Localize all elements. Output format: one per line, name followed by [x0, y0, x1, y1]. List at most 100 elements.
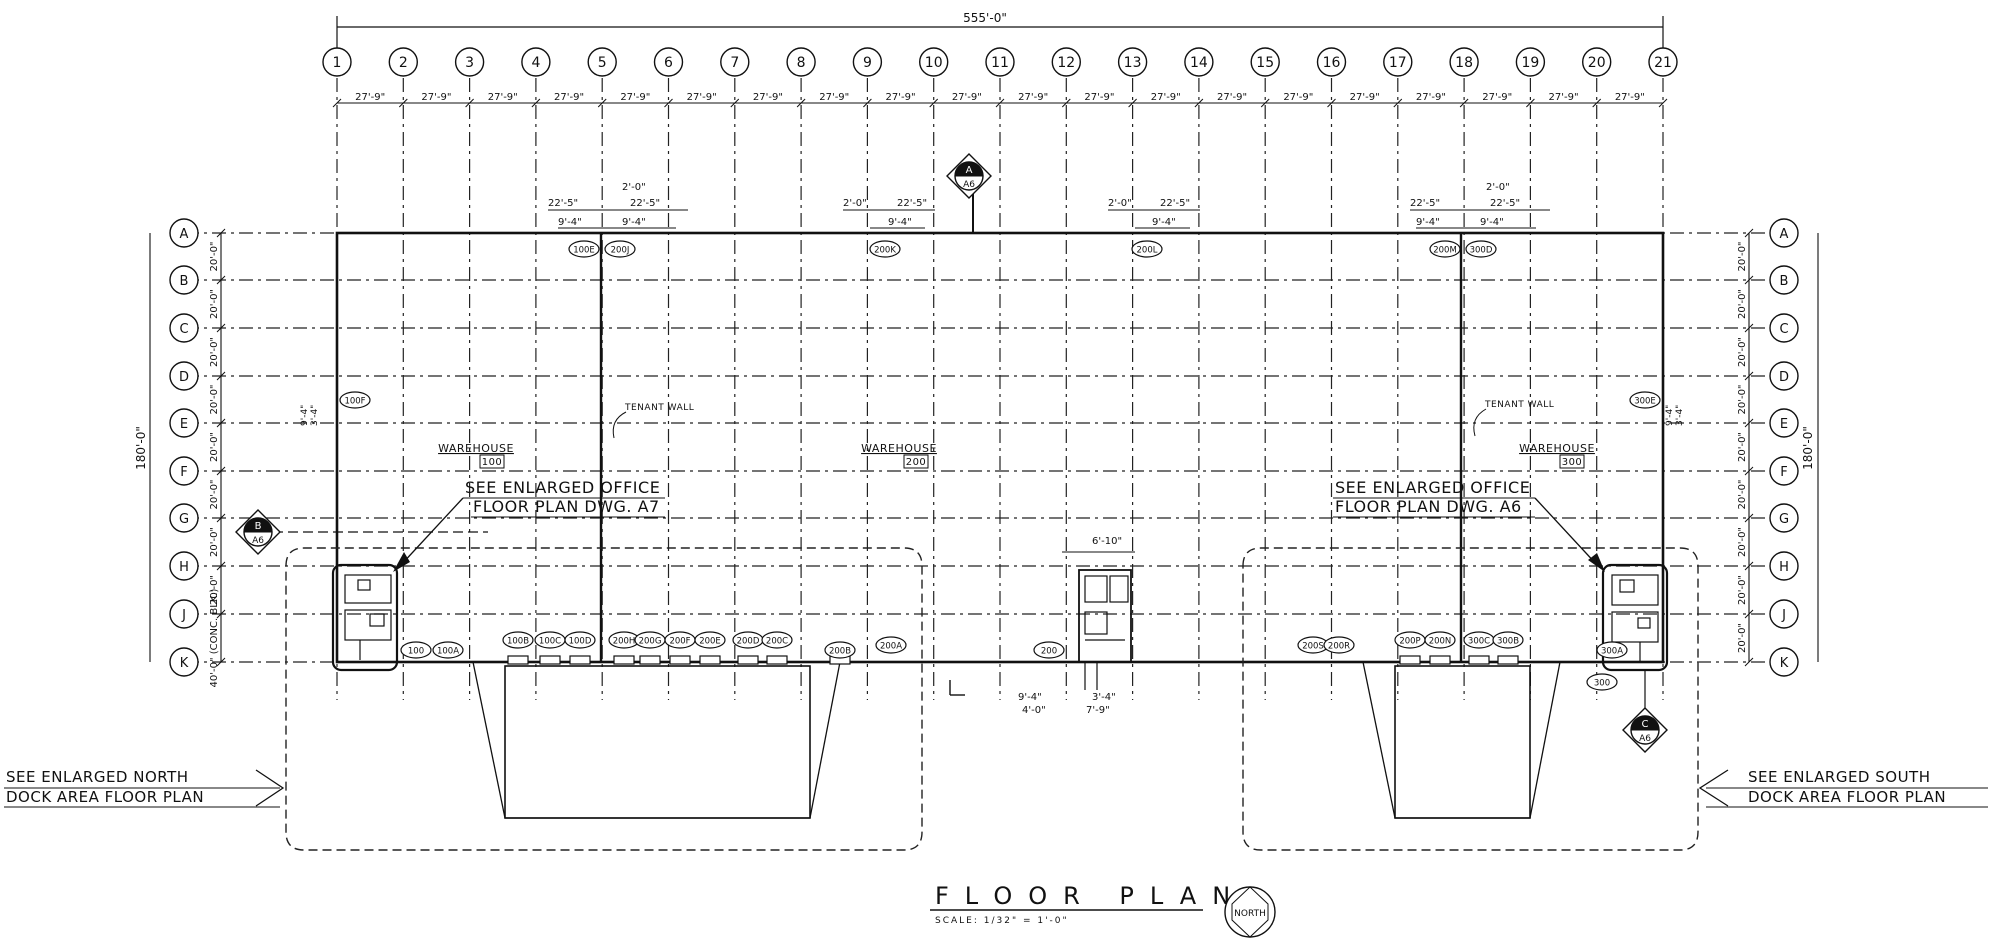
row-label: E [180, 417, 188, 432]
column-grid-lines [336, 78, 1664, 700]
row-label: D [1779, 370, 1789, 385]
door-tag-label: 300 [1594, 679, 1610, 689]
row-label: A [1780, 227, 1789, 242]
column-label: 10 [925, 55, 943, 71]
dim-9-4: 9'-4" [1018, 692, 1042, 703]
door-tag-label: 200K [874, 246, 896, 256]
north-label: NORTH [1234, 909, 1266, 919]
door-tag: 200R [1323, 636, 1355, 654]
row-bubble-right: E [1769, 408, 1799, 438]
door-tag: 200L [1131, 240, 1163, 258]
column-label: 15 [1256, 55, 1274, 71]
column-bubble: 11 [985, 47, 1015, 77]
row-bubble-left: H [169, 551, 199, 581]
door-tag: 200S [1297, 636, 1329, 654]
row-dimension-right: 20'-0" [1737, 384, 1748, 414]
dimension-tick [664, 98, 673, 108]
section-sheet: A6 [252, 536, 264, 546]
section-marker-b: B A6 [235, 509, 488, 555]
note-line-1: SEE ENLARGED NORTH [6, 768, 189, 786]
column-bubble: 12 [1051, 47, 1082, 77]
door-tag: 100E [568, 240, 600, 258]
dim-3-4-left: 3'-4" [310, 405, 320, 426]
row-label: H [179, 560, 189, 575]
bay-dimension: 27'-9" [1283, 92, 1313, 103]
door-tag-label: 100A [437, 647, 459, 657]
door-tag: 300A [1596, 641, 1628, 659]
door-tag-label: 100B [507, 637, 529, 647]
row-bubble-left: K [169, 647, 199, 677]
door-tag: 100D [564, 631, 596, 649]
dim-4-0: 4'-0" [1022, 705, 1046, 716]
dim-9-4-right: 9'-4" [1665, 405, 1675, 426]
dimension-tick [1194, 98, 1204, 108]
column-label: 3 [465, 55, 474, 71]
door-tag: 200K [869, 240, 901, 258]
column-label: 4 [531, 55, 540, 71]
bay-dimension: 27'-9" [421, 92, 451, 103]
small-dims-center-core: 6'-10" 9'-4" 4'-0" 3'-4" 7'-9" [1018, 536, 1135, 716]
room-name: WAREHOUSE [861, 442, 937, 455]
dimension-tick [863, 98, 872, 108]
dimension-tick [1327, 98, 1336, 108]
section-marker-a: A A6 [946, 153, 992, 199]
column-bubble: 14 [1184, 47, 1214, 77]
office-300 [1601, 563, 1669, 672]
bay-dimension-string: 27'-9"27'-9"27'-9"27'-9"27'-9"27'-9"27'-… [332, 92, 1668, 108]
row-label: F [180, 465, 187, 480]
door-tag-label: 200G [639, 637, 662, 647]
dock-door [737, 655, 759, 665]
bay-dimension: 27'-9" [1482, 92, 1512, 103]
dimension-tick [1526, 98, 1535, 108]
dock-door [1468, 655, 1490, 665]
row-label: F [1780, 465, 1787, 480]
column-label: 20 [1588, 55, 1606, 71]
door-tag-label: 300D [1470, 246, 1493, 256]
warehouse-300-label: WAREHOUSE 300 [1519, 442, 1594, 469]
door-tag: 300D [1465, 240, 1497, 258]
row-dimension-left: 40'-0" (CONC. BLK.) [209, 588, 220, 687]
column-label: 12 [1057, 55, 1075, 71]
door-tag-label: 100D [569, 637, 592, 647]
dimension-tick [1459, 98, 1469, 108]
section-letter: A [966, 165, 973, 176]
column-label: 21 [1654, 55, 1672, 71]
dimension-tick [1658, 98, 1668, 108]
door-tag-label: 200L [1137, 246, 1158, 256]
row-dimension-right: 20'-0" [1737, 479, 1748, 509]
dim-7-9: 7'-9" [1086, 705, 1110, 716]
door-tag: 200G [634, 631, 666, 649]
overall-height-label-left: 180'-0" [134, 426, 148, 470]
dimension-tick [929, 98, 939, 108]
office-200-core [1078, 569, 1132, 690]
dimension-tick [796, 98, 806, 108]
section-letter: C [1642, 719, 1649, 730]
dimension-tick [1592, 98, 1602, 108]
column-bubble: 8 [786, 47, 816, 77]
door-tag-label: 200B [829, 647, 851, 657]
row-bubble-left: A [169, 218, 199, 248]
dimension-tick [1260, 98, 1270, 108]
dock-door-marks [507, 655, 1519, 665]
dimension-tick [597, 98, 607, 108]
column-label: 7 [730, 55, 739, 71]
door-tag: 300 [1586, 673, 1618, 691]
dimension-tick [1061, 98, 1071, 108]
column-bubble: 17 [1383, 47, 1413, 77]
column-bubble: 4 [521, 47, 551, 77]
door-tag: 200B [824, 641, 856, 659]
dimension-tick [995, 98, 1005, 108]
bay-dimension: 27'-9" [1416, 92, 1446, 103]
row-bubble-left: G [169, 503, 199, 533]
door-tag: 200M [1429, 240, 1461, 258]
row-bubble-right: D [1769, 361, 1799, 391]
dim-9-4: 9'-4" [888, 217, 912, 228]
dimension-tick [465, 98, 474, 108]
warehouse-100-label: WAREHOUSE 100 [438, 442, 513, 469]
dim-9-4-left: 9'-4" [1416, 217, 1440, 228]
row-dimension-right: 20'-0" [1737, 623, 1748, 653]
door-tag: 200P [1394, 631, 1426, 649]
door-tag: 100 [400, 641, 432, 659]
